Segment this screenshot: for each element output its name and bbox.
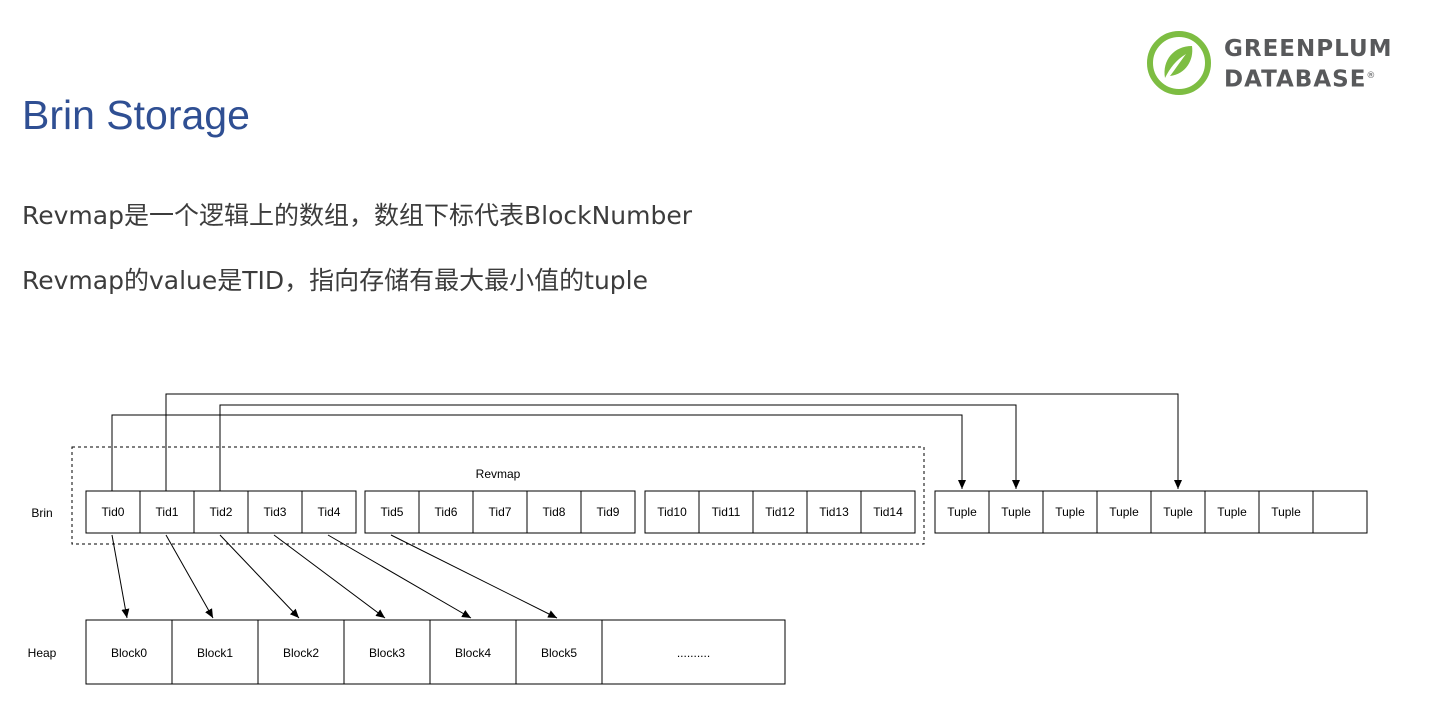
tid-label: Tid0: [102, 505, 125, 519]
tuple-label: Tuple: [1109, 505, 1139, 519]
heap-block-label: Block1: [197, 646, 233, 660]
tid-cell: [644, 490, 700, 534]
heap-block-cell: [85, 619, 173, 685]
tid-label: Tid1: [156, 505, 179, 519]
tid-label: Tid2: [210, 505, 233, 519]
heap-block-cell: [429, 619, 517, 685]
tuple-cell: [988, 490, 1044, 534]
tid-to-tuple-arrow: [111, 414, 966, 491]
tuple-cell: [934, 490, 990, 534]
tid-cell: [139, 490, 195, 534]
tuple-label: Tuple: [1055, 505, 1085, 519]
tid-to-block-arrow: [111, 534, 130, 619]
logo-wordmark: GREENPLUM DATABASE®: [1224, 36, 1393, 94]
heap-block-label: Block4: [455, 646, 491, 660]
heap-block-cells: Block0 Block1 Block2 Block3 Block4 Block5....…: [85, 619, 786, 685]
tid-cell: [364, 490, 420, 534]
revmap-label: Revmap: [476, 467, 521, 481]
tid-cell: [418, 490, 474, 534]
tuple-label: Tuple: [1271, 505, 1301, 519]
tid-label: Tid10: [657, 505, 687, 519]
tid-label: Tid5: [381, 505, 404, 519]
heap-block-label: Block5: [541, 646, 577, 660]
heap-block-label: Block3: [369, 646, 405, 660]
greenplum-leaf-icon: [1147, 31, 1211, 95]
tuple-label: Tuple: [947, 505, 977, 519]
tid-to-tuple-arrow: [219, 404, 1020, 491]
tuple-cell: [1150, 490, 1206, 534]
tid-label: Tid8: [543, 505, 566, 519]
tid-to-block-arrow: [273, 534, 386, 619]
tid-to-block-arrow: [165, 534, 214, 619]
tuple-label: Tuple: [1217, 505, 1247, 519]
row-label-brin: Brin: [31, 506, 52, 520]
tid-label: Tid12: [765, 505, 795, 519]
logo-line-1: GREENPLUM: [1224, 36, 1393, 62]
tid-label: Tid6: [435, 505, 458, 519]
revmap-dashed-frame: [71, 446, 925, 545]
tid-to-block-arrow: [219, 534, 300, 619]
tuple-cell: [1096, 490, 1152, 534]
tid-label: Tid9: [597, 505, 620, 519]
bullet-text-revmap-array: Revmap是一个逻辑上的数组，数组下标代表BlockNumber: [22, 201, 693, 230]
tid-label: Tid14: [873, 505, 903, 519]
tid-cell: [752, 490, 808, 534]
heap-block-cell: [601, 619, 786, 685]
tid-cell: [580, 490, 636, 534]
tuple-cell: [1258, 490, 1314, 534]
heap-block-cell: [257, 619, 345, 685]
tid-cell: [526, 490, 582, 534]
tid-label: Tid4: [318, 505, 341, 519]
tuple-cell: [1312, 490, 1368, 534]
pointer-arrows: [111, 393, 1182, 619]
tid-label: Tid11: [712, 505, 741, 519]
tid-label: Tid7: [489, 505, 512, 519]
tid-cells: Tid0 Tid1 Tid2 Tid3 Tid4 Tid5 Tid6 Tid7 Tid8 Tid9…: [85, 490, 916, 534]
tuple-label: Tuple: [1163, 505, 1193, 519]
logo-line-2: DATABASE®: [1224, 63, 1393, 94]
tid-to-block-arrow: [327, 534, 472, 619]
greenplum-logo: GREENPLUM DATABASE®: [1146, 30, 1416, 96]
heap-block-cell: [515, 619, 603, 685]
tid-label: Tid3: [264, 505, 287, 519]
row-label-heap: Heap: [28, 646, 57, 660]
tid-to-block-arrow: [390, 534, 558, 619]
logo-trademark: ®: [1366, 71, 1377, 81]
tid-cell: [698, 490, 754, 534]
tid-to-tuple-arrow: [165, 393, 1182, 491]
heap-block-label: Block0: [111, 646, 147, 660]
tid-cell: [806, 490, 862, 534]
tid-cell: [301, 490, 357, 534]
heap-block-cell: [343, 619, 431, 685]
tid-label: Tid13: [819, 505, 849, 519]
heap-block-label: Block2: [283, 646, 319, 660]
logo-line-2-text: DATABASE: [1224, 66, 1367, 93]
heap-block-label: ..........: [677, 646, 710, 660]
slide-title: Brin Storage: [22, 92, 250, 138]
tuple-cells: Tuple Tuple Tuple Tuple Tuple Tuple Tuple: [934, 490, 1368, 534]
tuple-label: Tuple: [1001, 505, 1031, 519]
heap-block-cell: [171, 619, 259, 685]
tid-cell: [860, 490, 916, 534]
bullet-text-revmap-value: Revmap的value是TID，指向存储有最大最小值的tuple: [22, 266, 648, 295]
